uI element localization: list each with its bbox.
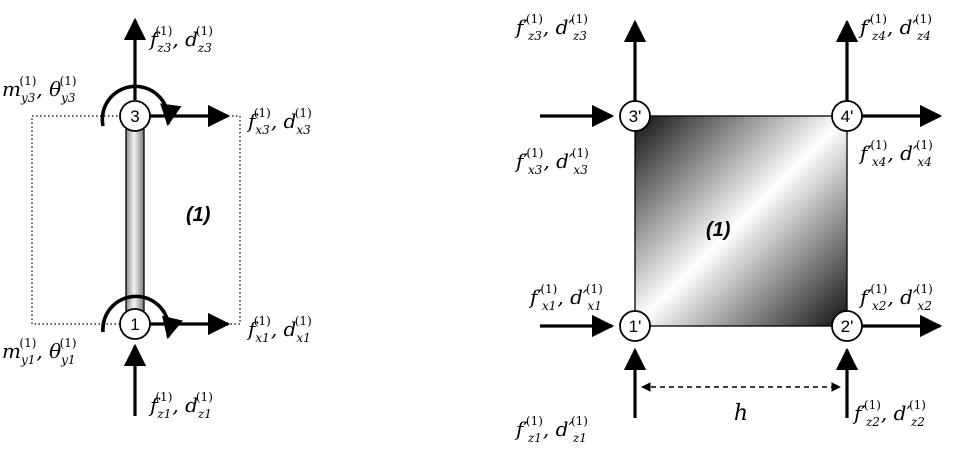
right-fz4-label: f′z4(1), d′z4(1) <box>858 12 932 43</box>
dimension-h-label: h <box>734 401 748 426</box>
left-my3-label: my3(1), θy3(1) <box>2 74 77 105</box>
left-fx1-label: fx1(1), dx1(1) <box>246 314 312 345</box>
right-plate-diagram: h 3' 4' 1' 2' (1) f′z3(1), d′z3(1) f′z4(… <box>514 12 943 445</box>
right-element-label: (1) <box>706 219 731 241</box>
left-element-label: (1) <box>186 204 211 226</box>
right-fz2-label: f′z2(1), d′z2(1) <box>852 398 926 429</box>
left-beam-diagram: 3 1 (1) fz3(1), dz3(1) fx3(1), dx3(1) my… <box>2 17 312 421</box>
right-node-2 <box>831 310 863 342</box>
right-node-2-label: 2' <box>841 317 854 336</box>
left-node-3 <box>119 100 151 132</box>
left-my3-moment-arc <box>100 84 182 127</box>
right-fz3-label: f′z3(1), d′z3(1) <box>514 12 588 43</box>
right-fx2-label: f′x2(1), d′x2(1) <box>858 282 933 313</box>
left-fz3-label: fz3(1), dz3(1) <box>148 24 213 55</box>
left-fx3-label: fx3(1), dx3(1) <box>246 106 312 137</box>
left-my1-moment-arc <box>101 294 183 340</box>
right-fx3-label: f′x3(1), d′x3(1) <box>514 146 589 177</box>
left-my1-label: my1(1), θy1(1) <box>2 336 77 367</box>
right-node-3-label: 3' <box>629 107 642 126</box>
left-fz1-label: fz1(1), dz1(1) <box>148 390 213 421</box>
beam-body <box>125 127 145 317</box>
right-node-4-label: 4' <box>841 107 854 126</box>
right-node-1-label: 1' <box>629 317 642 336</box>
left-node-1 <box>119 308 151 340</box>
right-fx1-label: f′x1(1), d′x1(1) <box>528 282 603 313</box>
right-fz1-label: f′z1(1), d′z1(1) <box>514 414 588 445</box>
right-node-1 <box>619 310 651 342</box>
right-fx4-label: f′x4(1), d′x4(1) <box>858 138 933 169</box>
right-node-4 <box>831 100 863 132</box>
left-node-1-label: 1 <box>130 315 139 334</box>
right-node-3 <box>619 100 651 132</box>
plate-body <box>634 115 848 327</box>
left-node-3-label: 3 <box>130 107 139 126</box>
